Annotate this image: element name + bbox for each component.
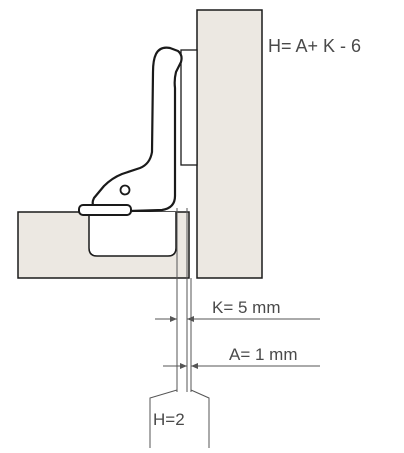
- k-dim-arrow-left: [170, 316, 177, 322]
- h-pointer-box: [149, 372, 210, 448]
- h-value-label: H=2: [153, 410, 185, 429]
- side-panel: [196, 9, 263, 279]
- a-dim-arrow-left: [180, 363, 187, 369]
- k-dim-arrow-right: [187, 316, 194, 322]
- pivot-screw: [119, 184, 131, 196]
- hinge-cup: [88, 212, 177, 257]
- formula-label: H= A+ K - 6: [268, 36, 362, 56]
- a-value-label: A= 1 mm: [229, 345, 298, 364]
- hinge-flange: [78, 204, 132, 216]
- hinge-arm: [91, 46, 183, 213]
- mounting-plate: [180, 49, 198, 166]
- a-dim-arrow-right: [191, 363, 198, 369]
- k-value-label: K= 5 mm: [212, 298, 281, 317]
